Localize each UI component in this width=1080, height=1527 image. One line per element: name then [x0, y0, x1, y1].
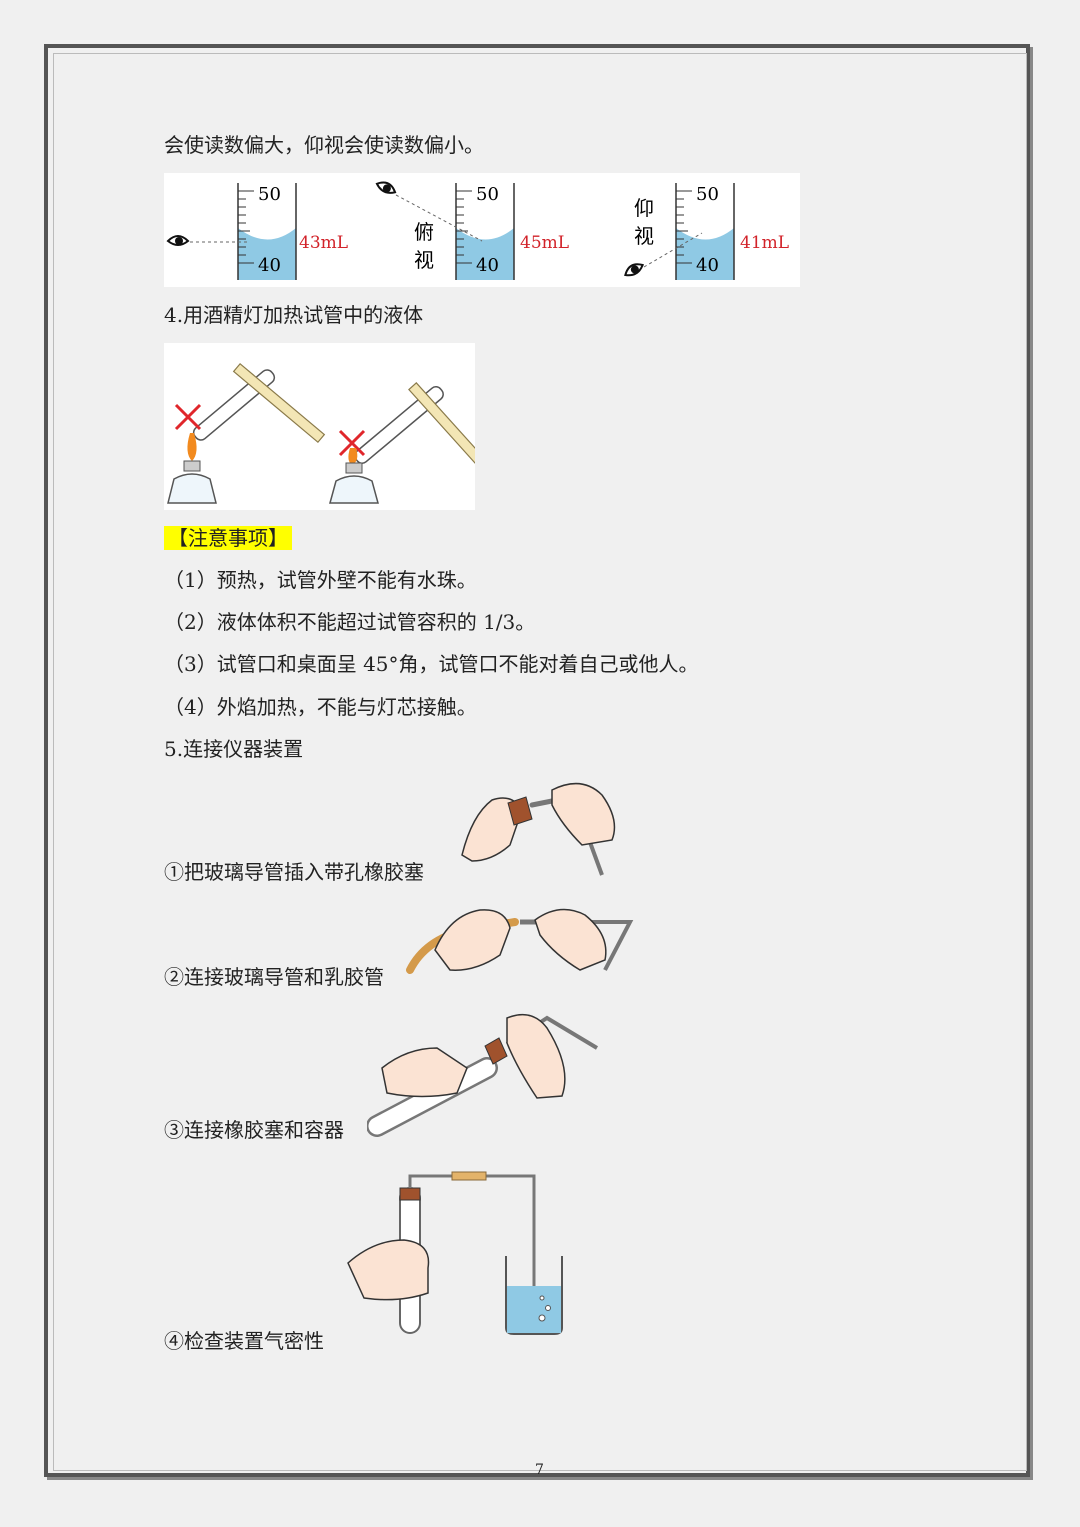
hand-left: [381, 1047, 468, 1098]
eye-icon: [624, 263, 644, 277]
rubber-hose: [451, 1171, 487, 1181]
lamp-body: [167, 473, 217, 504]
flame-icon: [348, 448, 358, 465]
reading-43: 43mL: [299, 233, 348, 253]
tick-bottom: 40: [696, 255, 719, 276]
wrong-setup-1: [167, 362, 326, 504]
cross-icon: [338, 429, 366, 457]
step3-illustration: [366, 1008, 602, 1144]
label-shi: 视: [414, 248, 434, 272]
liquid: [456, 228, 514, 280]
eye-icon: [375, 181, 397, 194]
step1-illustration: [452, 775, 622, 884]
cylinder-reading-figure: 50 40 43mL 50 40 45mL 俯 视: [164, 173, 800, 287]
lamp-body: [329, 475, 379, 504]
label-yang: 仰: [634, 196, 654, 220]
wrong-setup-2: [329, 382, 491, 504]
note-item: （2）液体体积不能超过试管容积的 1/3。: [164, 610, 536, 634]
step-label: ③连接橡胶塞和容器: [164, 1118, 344, 1142]
tick-top: 50: [258, 184, 281, 205]
hand-right: [534, 908, 607, 971]
section4-title: 4.用酒精灯加热试管中的液体: [164, 303, 424, 327]
label-fu: 俯: [414, 220, 434, 244]
note-item: （1）预热，试管外壁不能有水珠。: [164, 568, 477, 592]
notes-tag-wrap: 【注意事项】: [164, 524, 292, 552]
liquid: [238, 228, 296, 280]
page-number: 7: [535, 1462, 544, 1478]
label-shi: 视: [634, 224, 654, 248]
reading-45: 45mL: [520, 233, 569, 253]
step4-illustration: [344, 1168, 574, 1342]
tick-bottom: 40: [258, 255, 281, 276]
hand-left: [461, 797, 523, 862]
tick-top: 50: [696, 184, 719, 205]
step-label: ④检查装置气密性: [164, 1329, 324, 1353]
alcohol-lamp-figure: [164, 343, 491, 510]
rubber-stopper: [399, 1187, 421, 1201]
notes-tag: 【注意事项】: [164, 526, 292, 550]
page-inner-border: [53, 53, 1027, 1471]
rubber-stopper: [484, 1037, 508, 1065]
note-item: （4）外焰加热，不能与灯芯接触。: [164, 695, 477, 719]
liquid: [676, 228, 734, 280]
tick-bottom: 40: [476, 255, 499, 276]
hand: [347, 1239, 430, 1301]
hand-right: [506, 1013, 566, 1099]
step-label: ②连接玻璃导管和乳胶管: [164, 965, 384, 989]
hand-right: [551, 782, 616, 846]
cylinder-level-view: 50 40 43mL: [166, 183, 348, 280]
intro-line: 会使读数偏大，仰视会使读数偏小。: [164, 133, 484, 157]
step2-illustration: [405, 900, 640, 984]
beaker: [505, 1256, 563, 1335]
cross-icon: [174, 403, 202, 431]
cylinder-fushi-view: 50 40 45mL 俯 视: [375, 181, 569, 280]
eye-icon: [166, 235, 190, 246]
flame-icon: [187, 433, 197, 461]
note-item: （3）试管口和桌面呈 45°角，试管口不能对着自己或他人。: [164, 652, 699, 676]
step-label: ①把玻璃导管插入带孔橡胶塞: [164, 860, 424, 884]
cylinder-yangshi-view: 50 40 41mL 仰 视: [624, 183, 789, 280]
reading-41: 41mL: [740, 233, 789, 253]
hand-left: [434, 909, 511, 971]
tick-top: 50: [476, 184, 499, 205]
section5-title: 5.连接仪器装置: [164, 737, 304, 761]
rubber-stopper: [507, 796, 533, 826]
